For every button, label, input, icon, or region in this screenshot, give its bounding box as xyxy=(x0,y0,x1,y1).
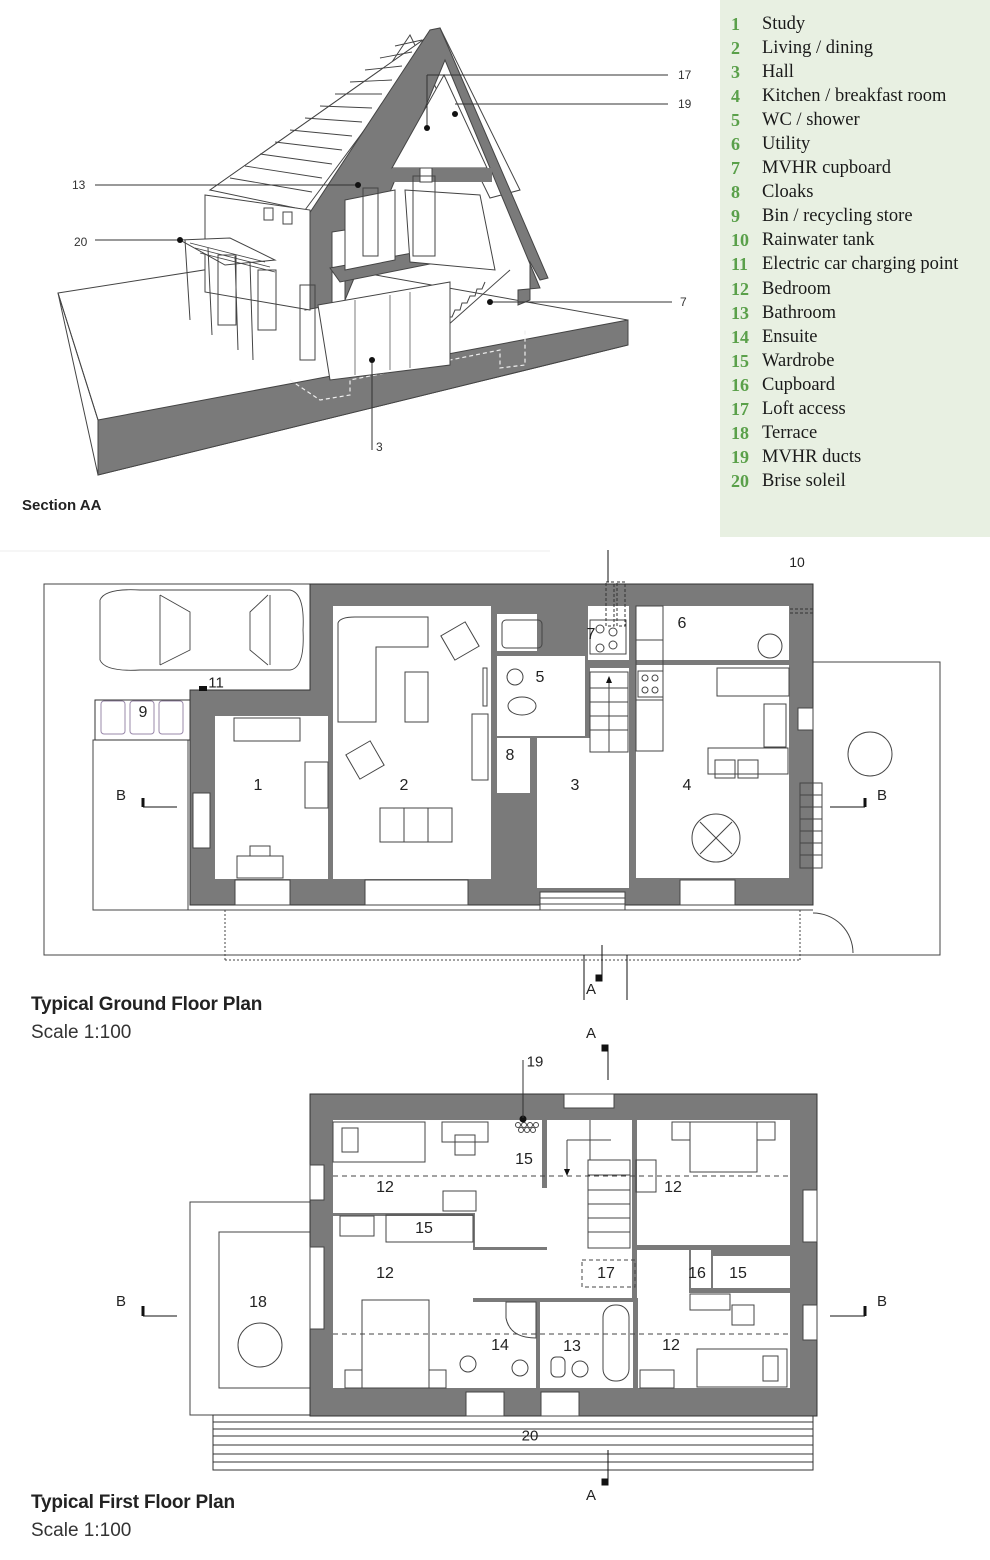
section-aa-svg xyxy=(57,27,672,476)
section-mark-b-left: B xyxy=(116,787,127,804)
room-label-cupboard: 16 xyxy=(688,1265,706,1282)
first-floor-scale: Scale 1:100 xyxy=(31,1520,132,1541)
callout-7: 7 xyxy=(680,295,687,309)
room-label-8: 8 xyxy=(505,747,515,764)
room-label-wardrobe-a: 15 xyxy=(515,1151,533,1168)
section-mark-b-right: B xyxy=(877,787,888,804)
room-label-4: 4 xyxy=(682,777,692,794)
section-mark-b-left-ff: B xyxy=(116,1293,127,1310)
room-label-bedroom-se: 12 xyxy=(662,1337,680,1354)
section-mark-b-right-ff: B xyxy=(877,1293,888,1310)
room-label-wardrobe-c: 15 xyxy=(729,1265,747,1282)
room-label-loft-access: 17 xyxy=(597,1265,615,1282)
ground-floor-title: Typical Ground Floor Plan xyxy=(31,994,263,1015)
room-label-10: 10 xyxy=(789,554,805,570)
room-label-1: 1 xyxy=(253,777,263,794)
ground-floor-scale: Scale 1:100 xyxy=(31,1022,132,1043)
callout-19: 19 xyxy=(678,97,692,111)
ground-floor-svg xyxy=(0,550,941,1000)
room-label-6: 6 xyxy=(677,615,687,632)
room-label-bedroom-nw: 12 xyxy=(376,1179,394,1196)
room-label-brise-soleil: 20 xyxy=(521,1427,539,1445)
callout-20: 20 xyxy=(74,235,88,249)
room-label-5: 5 xyxy=(535,669,545,686)
room-label-ensuite: 14 xyxy=(491,1337,509,1354)
section-aa-title: Section AA xyxy=(22,497,102,514)
room-label-mvhr-ducts: 19 xyxy=(526,1053,544,1071)
room-label-terrace: 18 xyxy=(249,1294,267,1311)
room-label-bedroom-ne: 12 xyxy=(664,1179,682,1196)
section-mark-a: A xyxy=(586,981,597,998)
callout-17: 17 xyxy=(678,68,692,82)
callout-3: 3 xyxy=(376,440,383,454)
room-label-7: 7 xyxy=(586,626,596,643)
first-floor-title: Typical First Floor Plan xyxy=(31,1492,235,1513)
room-label-wardrobe-b: 15 xyxy=(415,1220,433,1237)
room-label-2: 2 xyxy=(399,777,409,794)
room-label-9: 9 xyxy=(138,704,148,721)
room-label-3: 3 xyxy=(570,777,580,794)
callout-13: 13 xyxy=(72,178,86,192)
room-label-bathroom: 13 xyxy=(563,1338,581,1355)
room-label-11: 11 xyxy=(208,674,224,692)
section-mark-a-top-ff: A xyxy=(586,1025,597,1042)
room-label-bedroom-w: 12 xyxy=(376,1265,394,1282)
section-mark-a-bottom-ff: A xyxy=(586,1487,597,1504)
